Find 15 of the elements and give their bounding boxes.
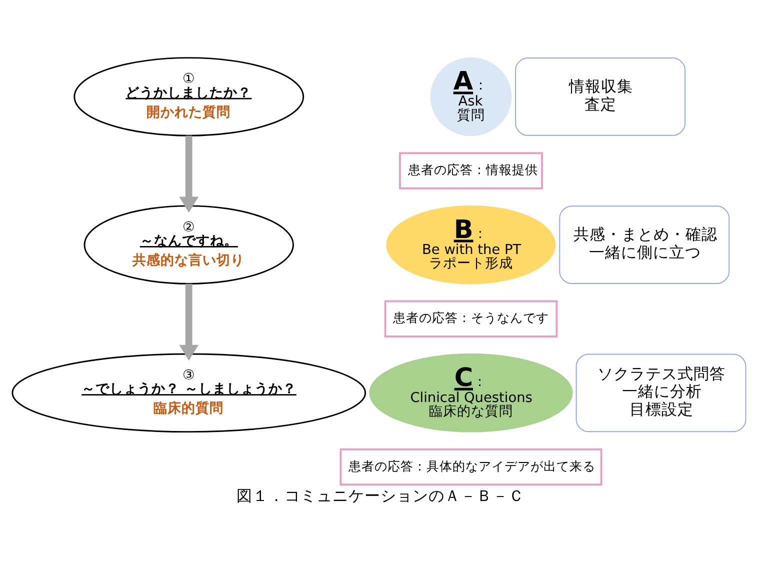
node-ellipse: B： Be with the PT ラポート形成 bbox=[386, 204, 556, 284]
node-box: 情報収集 査定 bbox=[515, 57, 686, 136]
node-box: ソクラテス式問答 一緒に分析 目標設定 bbox=[576, 353, 746, 432]
node-box: 患者の応答：情報提供 bbox=[399, 152, 543, 189]
node-circle: A： Ask 質問 bbox=[430, 56, 512, 136]
node-box: 共感・まとめ・確認 一緒に側に立つ bbox=[559, 205, 730, 284]
node-box: 患者の応答：そうなんです bbox=[384, 300, 558, 337]
node-ellipse: ③ ～でしょうか？ ～しましょうか？ 臨床的質問 bbox=[12, 352, 366, 432]
node-ellipse: ② ～なんですね。 共感的な言い切り bbox=[84, 204, 294, 284]
node-ellipse: ① どうかしましたか？ 開かれた質問 bbox=[74, 56, 304, 136]
arrow bbox=[179, 135, 199, 212]
node-ellipse: C： Clinical Questions 臨床的な質問 bbox=[369, 353, 573, 432]
caption: 図１．コミュニケーションのＡ－Ｂ－Ｃ bbox=[236, 486, 524, 505]
arrow bbox=[179, 283, 199, 360]
node-box: 患者の応答：具体的なアイデアが出て来る bbox=[340, 448, 602, 486]
